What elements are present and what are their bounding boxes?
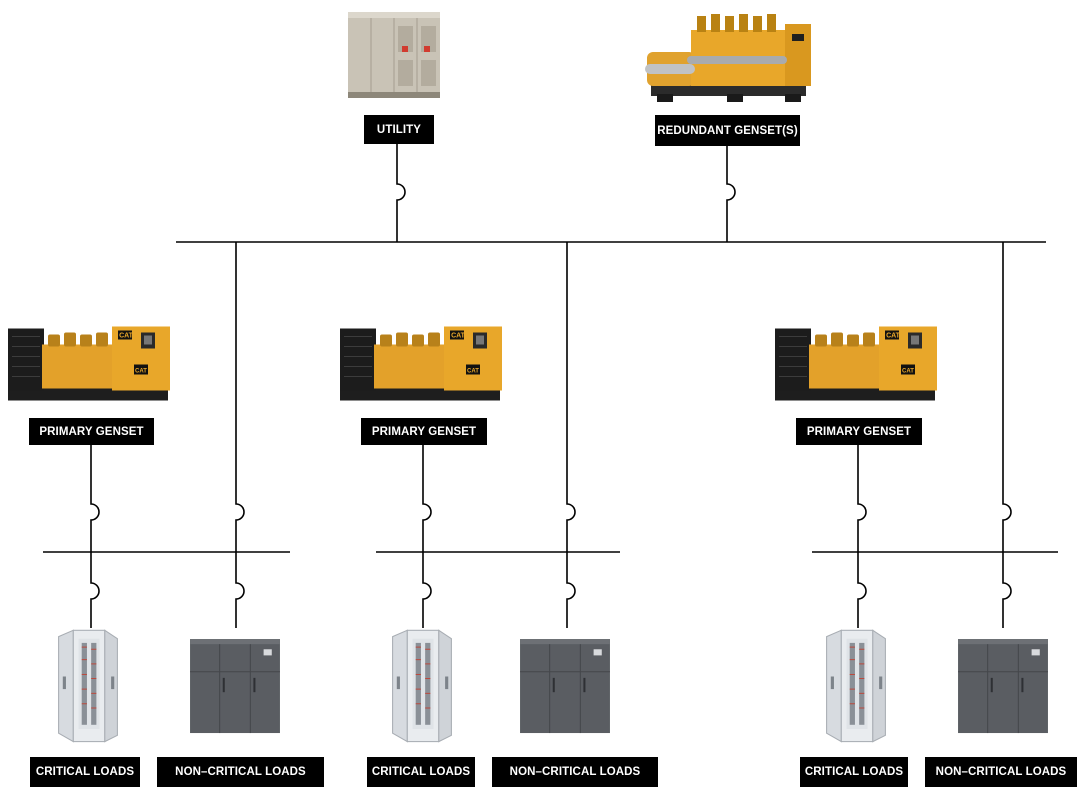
tie-breaker-feeder-3: [1002, 242, 1012, 552]
cooling-unit-icon-1: [189, 638, 281, 734]
redundant-breaker-feeder: [726, 146, 736, 242]
noncritical-breaker-feeder-3: [1002, 552, 1012, 628]
primary-genset-label-1: PRIMARY GENSET: [29, 418, 154, 445]
utility-label: UTILITY: [364, 115, 434, 144]
tie-breaker-feeder-2: [566, 242, 576, 552]
redundant-genset-label: REDUNDANT GENSET(S): [655, 115, 800, 146]
primary-genset-label-2: PRIMARY GENSET: [361, 418, 487, 445]
primary-breaker-feeder-1: [90, 445, 100, 552]
critical-breaker-feeder-1: [90, 552, 100, 628]
electrical-panel-icon-3: [825, 629, 887, 743]
non-critical-loads-label-1: NON–CRITICAL LOADS: [157, 757, 324, 787]
critical-loads-label-3: CRITICAL LOADS: [800, 757, 908, 787]
noncritical-breaker-feeder-1: [235, 552, 245, 628]
non-critical-loads-label-3: NON–CRITICAL LOADS: [925, 757, 1077, 787]
diesel-generator-icon-3: [774, 325, 938, 402]
transformer-cabinet-icon: [347, 11, 441, 99]
noncritical-breaker-feeder-2: [566, 552, 576, 628]
wiring: [43, 144, 1058, 628]
critical-loads-label-2: CRITICAL LOADS: [367, 757, 475, 787]
critical-loads-label-1: CRITICAL LOADS: [30, 757, 140, 787]
primary-breaker-feeder-2: [422, 445, 432, 552]
non-critical-loads-label-2: NON–CRITICAL LOADS: [492, 757, 658, 787]
electrical-panel-icon-2: [392, 629, 452, 743]
primary-genset-label-3: PRIMARY GENSET: [796, 418, 922, 445]
cooling-unit-icon-2: [519, 638, 611, 734]
critical-breaker-feeder-3: [857, 552, 867, 628]
critical-breaker-feeder-2: [422, 552, 432, 628]
electrical-panel-icon-1: [57, 629, 119, 743]
gas-generator-icon: [645, 14, 811, 102]
tie-breaker-feeder-1: [235, 242, 245, 552]
utility-breaker-feeder: [396, 144, 406, 242]
diesel-generator-icon-1: [7, 325, 171, 402]
primary-breaker-feeder-3: [857, 445, 867, 552]
equipment-icons: [7, 11, 1049, 743]
cooling-unit-icon-3: [957, 638, 1049, 734]
diesel-generator-icon-2: [339, 325, 503, 402]
